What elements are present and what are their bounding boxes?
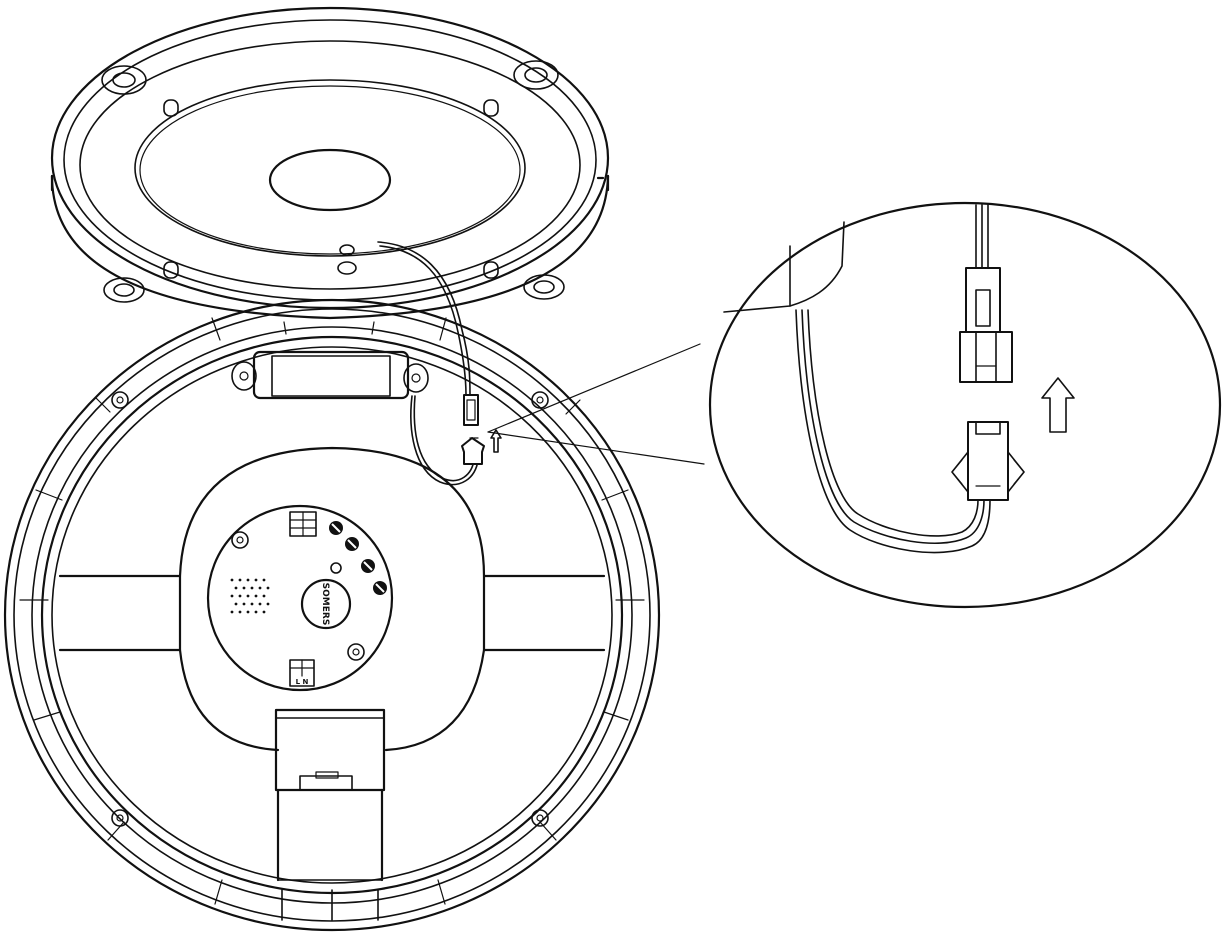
- plate-wire: [377, 241, 479, 426]
- cross-bars: [58, 574, 606, 652]
- detail-cable: [795, 309, 991, 554]
- plate-mounting-lugs: [101, 60, 565, 303]
- detail-top-cable: [975, 204, 989, 269]
- terminal-label: L N: [296, 678, 309, 686]
- sensor-button: [300, 578, 352, 630]
- rim-segments: [19, 317, 645, 905]
- mounting-plate: [50, 6, 610, 320]
- plate-slot-holes: [163, 99, 499, 279]
- adjustment-dials: [329, 521, 387, 595]
- detail-lower-connector: [951, 421, 1025, 501]
- terminal-block: L N: [289, 659, 315, 687]
- callout-leaders: [487, 343, 705, 465]
- speaker-grille: [230, 578, 270, 614]
- luminaire-body: SOMERS: [3, 298, 661, 932]
- central-module: [178, 446, 486, 752]
- driver-box: [231, 350, 429, 400]
- driver-wire: [410, 395, 485, 486]
- body-screws: [111, 391, 549, 827]
- sensor-label: SOMERS: [320, 583, 330, 626]
- large-up-arrow: [1041, 377, 1075, 433]
- detail-upper-connector: [959, 267, 1013, 383]
- detail-callout: [708, 201, 1222, 609]
- dip-switch-block: [289, 511, 317, 537]
- sensor-module: SOMERS: [206, 504, 394, 692]
- bottom-tab: [274, 708, 386, 921]
